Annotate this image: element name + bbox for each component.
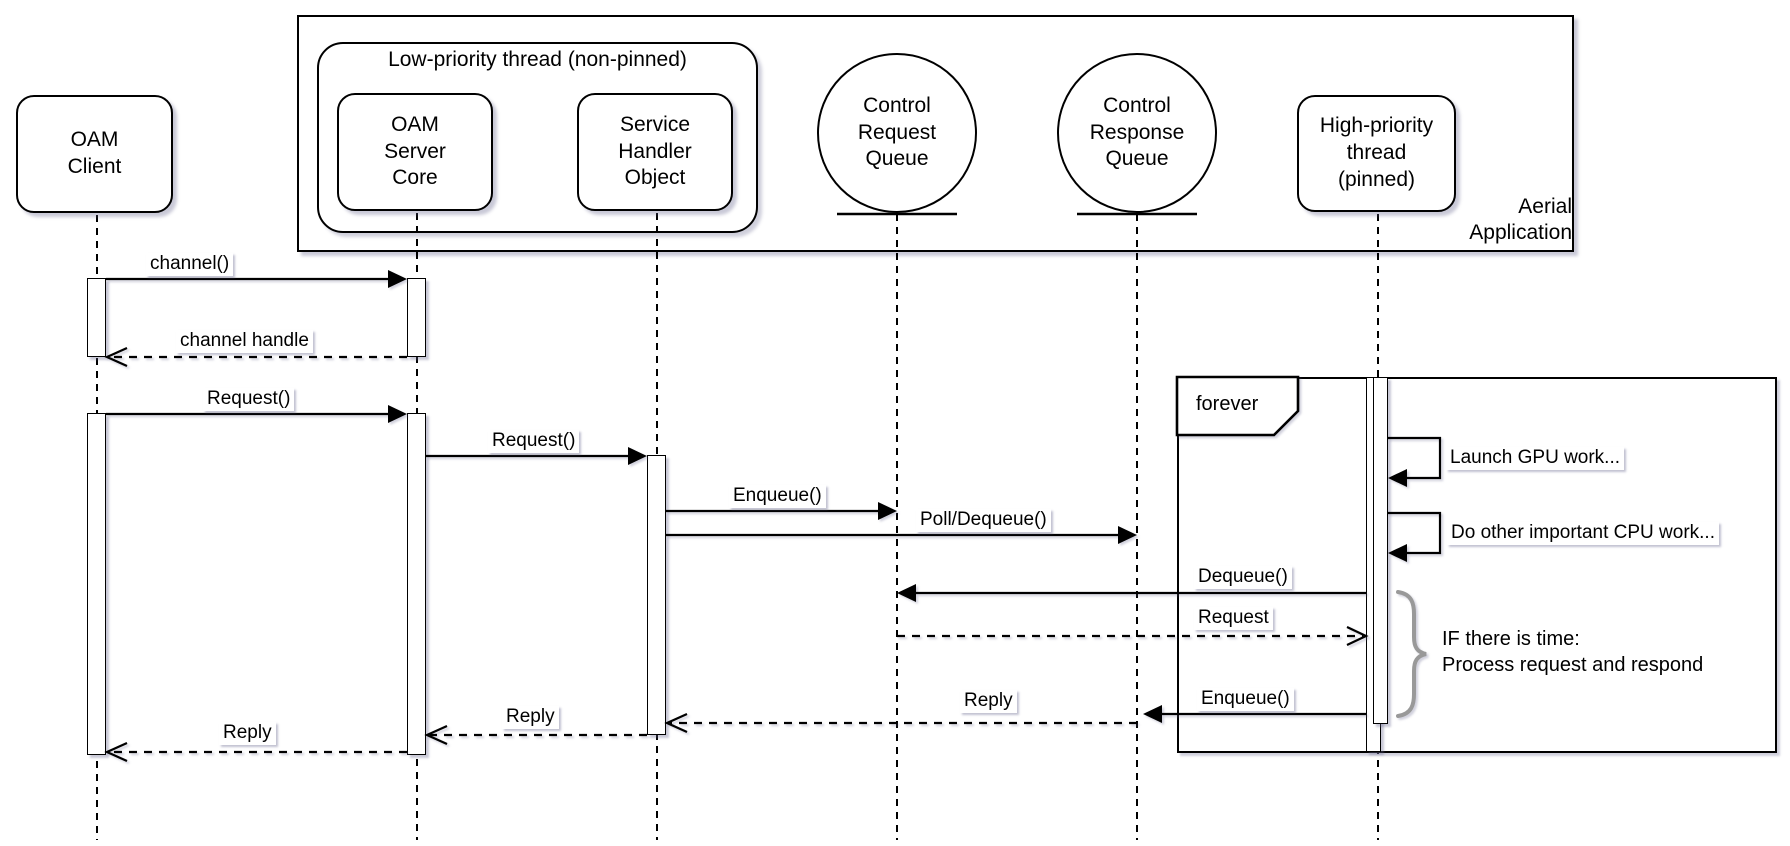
activation-oam-server-core-1 <box>407 278 426 357</box>
msg-poll-dequeue: Poll/Dequeue() <box>916 509 1051 532</box>
arrowhead-poll-dequeue <box>1118 526 1137 544</box>
msg-cpu-work: Do other important CPU work... <box>1447 522 1719 545</box>
openhead-reply-core <box>424 724 448 746</box>
participant-high-priority-thread: High-priority thread (pinned) <box>1297 95 1456 212</box>
activation-high-priority-inner <box>1373 377 1388 724</box>
low-priority-thread-label: Low-priority thread (non-pinned) <box>388 48 687 71</box>
high-priority-thread-label: High-priority thread (pinned) <box>1319 114 1434 191</box>
participant-control-response-queue: Control Response Queue <box>1057 53 1217 213</box>
oam-server-core-label: OAM Server Core <box>384 112 446 190</box>
arrowhead-request1 <box>388 405 407 423</box>
participant-control-request-queue: Control Request Queue <box>817 53 977 213</box>
oam-client-label: OAM Client <box>67 128 122 178</box>
participant-oam-server-core: OAM Server Core <box>337 93 493 211</box>
activation-service-handler <box>647 455 666 735</box>
control-response-queue-label: Control Response Queue <box>1089 93 1185 171</box>
openhead-reply-handler <box>664 712 688 734</box>
openhead-reply-client <box>104 741 128 763</box>
control-request-queue-label: Control Request Queue <box>857 93 937 171</box>
openhead-channel-handle <box>104 346 128 368</box>
participant-service-handler: Service Handler Object <box>577 93 733 211</box>
forever-label: forever <box>1196 393 1259 415</box>
arrowhead-channel <box>388 270 407 288</box>
msg-reply-client: Reply <box>219 722 276 745</box>
participant-oam-client: OAM Client <box>16 95 173 213</box>
activation-oam-server-core-2 <box>407 413 426 755</box>
msg-enqueue1: Enqueue() <box>729 485 826 508</box>
service-handler-label: Service Handler Object <box>618 112 692 190</box>
msg-request1: Request() <box>203 388 295 411</box>
forever-loop-frame <box>1177 377 1777 753</box>
aerial-application-label: Aerial Application <box>1469 195 1572 245</box>
arrowhead-enqueue1 <box>878 502 897 520</box>
msg-reply-handler: Reply <box>960 690 1017 713</box>
msg-reply-core: Reply <box>502 706 559 729</box>
arrowhead-dequeue <box>897 584 916 602</box>
msg-request2: Request() <box>488 430 580 453</box>
arrowhead-enqueue2 <box>1143 705 1162 723</box>
arrowhead-request2 <box>628 447 647 465</box>
msg-request-deliver: Request <box>1194 607 1273 630</box>
msg-channel-handle: channel handle <box>176 330 313 353</box>
activation-oam-client-1 <box>87 278 106 357</box>
msg-dequeue: Dequeue() <box>1194 566 1292 589</box>
msg-channel: channel() <box>146 253 234 276</box>
if-note-text: IF there is time: Process request and re… <box>1442 628 1704 676</box>
msg-launch-gpu: Launch GPU work... <box>1446 447 1625 470</box>
activation-oam-client-2 <box>87 413 106 755</box>
msg-enqueue2: Enqueue() <box>1197 688 1294 711</box>
